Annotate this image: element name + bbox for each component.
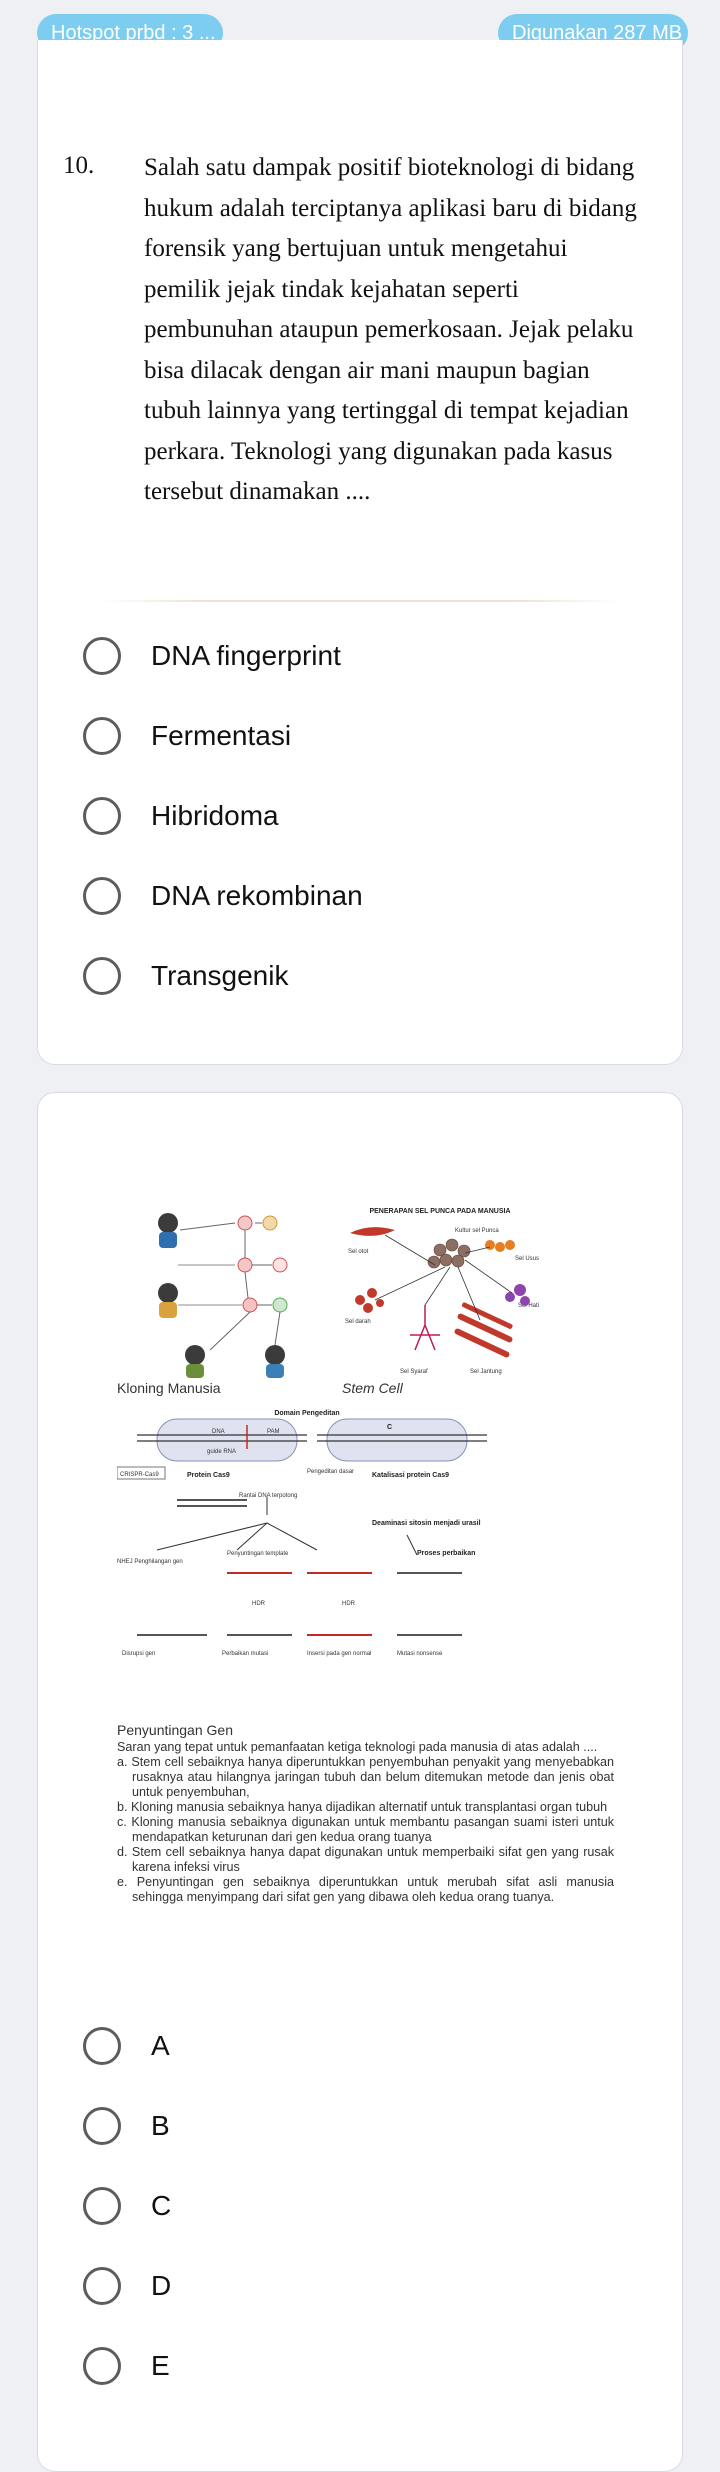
option-a[interactable]: A bbox=[83, 2024, 170, 2068]
option-e[interactable]: E bbox=[83, 2344, 170, 2388]
crispr-label-crispr-cas9: CRISPR-Cas9 bbox=[120, 1472, 159, 1478]
crispr-label-hdr-2: HDR bbox=[342, 1601, 356, 1607]
stemcell-label-1: Sel otot bbox=[348, 1249, 369, 1255]
crispr-label-hdr-1: HDR bbox=[252, 1601, 266, 1607]
option-fermentasi[interactable]: Fermentasi bbox=[83, 714, 291, 758]
crispr-label-disruption: Disrupsi gen bbox=[122, 1651, 155, 1657]
gene-editing-diagram: Domain Pengeditan DNA PAM guide RNA C CR… bbox=[117, 1410, 487, 1657]
crispr-label-pam: PAM bbox=[267, 1429, 280, 1435]
question-11-text: Saran yang tepat untuk pemanfaatan ketig… bbox=[117, 1740, 614, 1905]
crispr-label-base-editing: Pengeditan dasar bbox=[307, 1469, 354, 1475]
choice-e: e. Penyuntingan gen sebaiknya diperuntuk… bbox=[117, 1875, 614, 1904]
option-label: DNA rekombinan bbox=[151, 880, 363, 911]
question-card-11 bbox=[37, 1092, 683, 2472]
question-11-intro: Saran yang tepat untuk pemanfaatan ketig… bbox=[117, 1740, 598, 1754]
option-hibridoma[interactable]: Hibridoma bbox=[83, 794, 279, 838]
option-d[interactable]: D bbox=[83, 2264, 171, 2308]
option-label: Fermentasi bbox=[151, 720, 292, 751]
radio-button[interactable] bbox=[83, 2267, 121, 2305]
stem-cell-diagram: PENERAPAN SEL PUNCA PADA MANUSIA Kultur … bbox=[345, 1208, 539, 1375]
radio-button[interactable] bbox=[83, 637, 121, 675]
crispr-label-insertion: Insersi pada gen normal bbox=[307, 1651, 371, 1657]
stemcell-label-3: Sel Hati bbox=[518, 1303, 539, 1309]
crispr-label-guide-rna: guide RNA bbox=[207, 1449, 236, 1455]
crispr-label-deamination: Deaminasi sitosin menjadi urasil bbox=[372, 1520, 481, 1527]
stemcell-title: PENERAPAN SEL PUNCA PADA MANUSIA bbox=[369, 1208, 510, 1215]
crispr-label-nonsense: Mutasi nonsense bbox=[397, 1651, 443, 1657]
radio-button[interactable] bbox=[83, 797, 121, 835]
option-label: B bbox=[151, 2110, 170, 2141]
option-c[interactable]: C bbox=[83, 2184, 171, 2228]
crispr-label-dna: DNA bbox=[212, 1429, 225, 1435]
radio-button[interactable] bbox=[83, 717, 121, 755]
choice-a: a. Stem cell sebaiknya hanya diperuntukk… bbox=[117, 1755, 615, 1799]
crispr-label-protein-cas9: Protein Cas9 bbox=[187, 1472, 230, 1479]
choice-c: c. Kloning manusia sebaiknya digunakan u… bbox=[117, 1815, 615, 1844]
option-label: DNA fingerprint bbox=[151, 640, 341, 671]
radio-button[interactable] bbox=[83, 877, 121, 915]
option-label: D bbox=[151, 2270, 172, 2301]
caption-gene-editing: Penyuntingan Gen bbox=[117, 1722, 233, 1738]
stemcell-label-6: Sel Jantung bbox=[470, 1369, 502, 1375]
option-dna-rekombinan[interactable]: DNA rekombinan bbox=[83, 874, 363, 918]
stemcell-label-0: Kultur sel Punca bbox=[455, 1228, 499, 1234]
stemcell-label-5: Sel Syaraf bbox=[400, 1369, 428, 1375]
choice-b: b. Kloning manusia sebaiknya hanya dijad… bbox=[117, 1800, 608, 1814]
radio-button[interactable] bbox=[83, 2347, 121, 2385]
svg-text:C: C bbox=[387, 1424, 392, 1431]
crispr-label-repair: Proses perbaikan bbox=[417, 1550, 475, 1557]
question-text: Salah satu dampak positif bioteknologi d… bbox=[144, 154, 637, 505]
radio-button[interactable] bbox=[83, 957, 121, 995]
option-label: A bbox=[151, 2030, 170, 2061]
option-label: E bbox=[151, 2350, 170, 2381]
crispr-label-mutation-repair: Perbaikan mutasi bbox=[222, 1651, 268, 1657]
stemcell-label-2: Sel Usus bbox=[515, 1256, 539, 1262]
option-label: C bbox=[151, 2190, 172, 2221]
crispr-label-template-edit: Penyuntingan template bbox=[227, 1551, 289, 1557]
crispr-label-cas9-catalysis: Katalisasi protein Cas9 bbox=[372, 1472, 449, 1479]
option-label: Transgenik bbox=[151, 960, 289, 991]
radio-button[interactable] bbox=[83, 2027, 121, 2065]
caption-stem-cell: Stem Cell bbox=[342, 1380, 403, 1396]
crispr-label-cut-dna: Rantai DNA terpotong bbox=[239, 1493, 297, 1499]
crispr-title: Domain Pengeditan bbox=[274, 1410, 339, 1417]
option-label: Hibridoma bbox=[151, 800, 279, 831]
radio-button[interactable] bbox=[83, 2187, 121, 2225]
option-dna-fingerprint[interactable]: DNA fingerprint bbox=[83, 634, 341, 678]
choice-d: d. Stem cell sebaiknya hanya dapat digun… bbox=[117, 1845, 614, 1874]
option-b[interactable]: B bbox=[83, 2104, 170, 2148]
divider bbox=[100, 600, 620, 602]
question-card-10 bbox=[37, 40, 683, 1065]
crispr-label-nhej: NHEJ Penghilangan gen bbox=[117, 1559, 183, 1565]
radio-button[interactable] bbox=[83, 2107, 121, 2145]
cloning-diagram bbox=[150, 1205, 325, 1380]
option-transgenik[interactable]: Transgenik bbox=[83, 954, 288, 998]
caption-cloning: Kloning Manusia bbox=[117, 1380, 221, 1396]
stemcell-label-4: Sel darah bbox=[345, 1319, 371, 1325]
question-number: 10. bbox=[63, 152, 95, 179]
